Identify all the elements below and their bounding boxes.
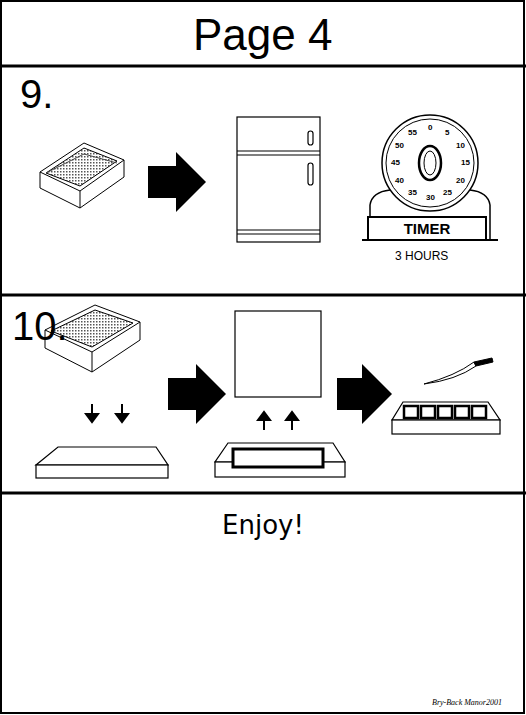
dial-number: 45 (391, 159, 400, 167)
page-title: Page 4 (193, 13, 332, 57)
divider (0, 492, 526, 495)
timer-label-box: TIMER (367, 216, 487, 241)
pan (40, 143, 124, 208)
dial-number: 10 (456, 142, 465, 150)
cake-piece (404, 406, 418, 418)
dial-number: 25 (443, 189, 452, 197)
dial-number: 15 (461, 159, 470, 167)
knife (424, 358, 493, 384)
dial-number: 30 (426, 194, 435, 202)
dial-number: 50 (395, 142, 404, 150)
step-number: 10. (12, 306, 68, 346)
closing-text: Enjoy! (222, 512, 304, 538)
cake-piece (421, 406, 435, 418)
timer (362, 115, 498, 240)
watermark: Bry-Back Manor2001 (432, 699, 502, 707)
big-arrow (337, 364, 392, 424)
cutting-board (215, 443, 345, 477)
cutting-board (392, 402, 500, 434)
cake-pieces (404, 406, 486, 418)
divider (0, 294, 526, 297)
dial-number: 20 (456, 177, 465, 185)
cake-piece (455, 406, 469, 418)
dial-number: 40 (395, 177, 404, 185)
dial-number: 35 (408, 189, 417, 197)
big-arrow (148, 152, 206, 212)
cake-piece (472, 406, 486, 418)
duration-text: 3 HOURS (395, 250, 448, 262)
step-number: 9. (20, 74, 53, 114)
cake-piece (438, 406, 452, 418)
dial-number: 5 (445, 129, 449, 137)
big-arrow (168, 364, 226, 424)
square-cake (235, 311, 321, 397)
refrigerator (237, 117, 320, 242)
divider (0, 65, 526, 68)
dial-number: 55 (408, 129, 417, 137)
timer-label: TIMER (404, 221, 451, 236)
dial-number: 0 (428, 124, 432, 132)
cutting-board (36, 447, 168, 478)
